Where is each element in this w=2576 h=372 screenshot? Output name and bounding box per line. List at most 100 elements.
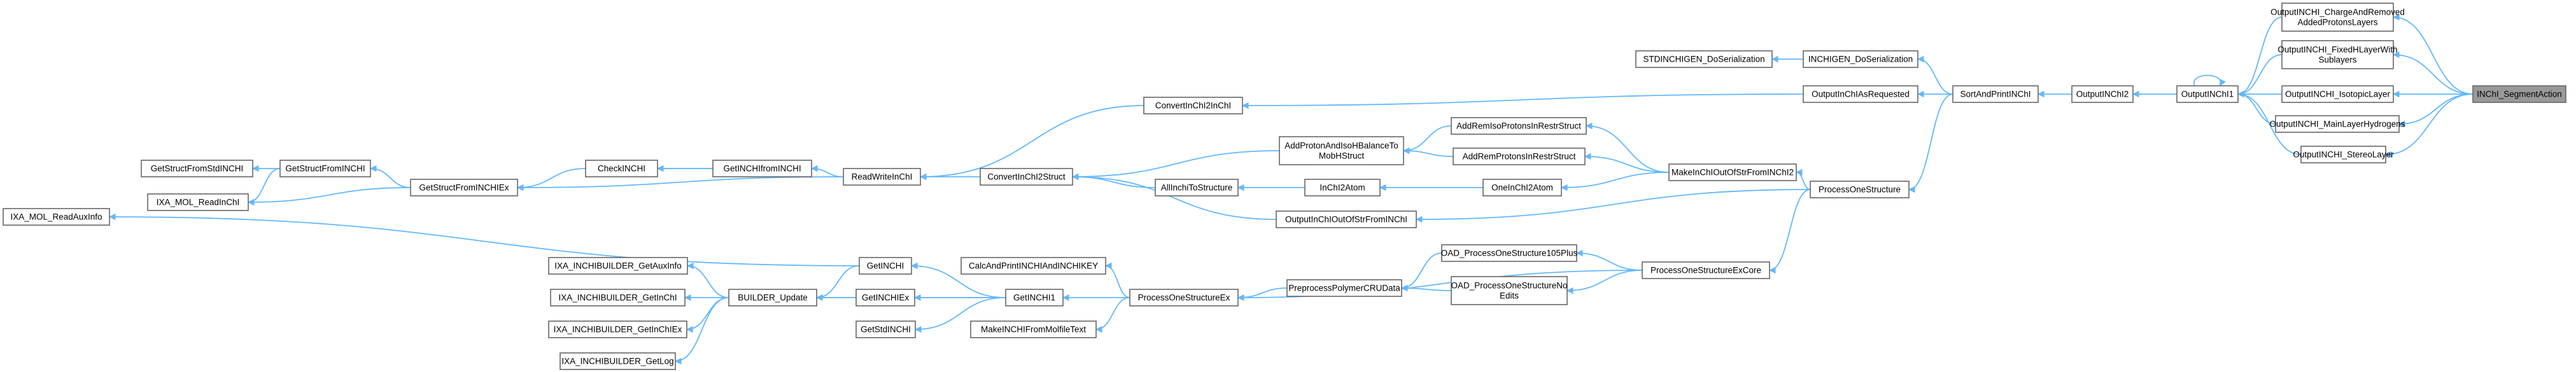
node-inchi2atom[interactable]: InChI2Atom (1304, 179, 1381, 196)
node-outinchi2[interactable]: OutputINChI2 (2071, 85, 2134, 103)
node-addremiso[interactable]: AddRemIsoProtonsInRestrStruct (1451, 117, 1587, 135)
node-stdinchigen[interactable]: STDINCHIGEN_DoSerialization (1635, 50, 1773, 68)
edge-builder-getinchi (815, 265, 860, 301)
node-getinchi[interactable]: GetINCHI (859, 257, 912, 275)
node-getstdinchi[interactable]: GetStdINCHI (855, 320, 916, 338)
edge-proconeex-procone (1768, 189, 1811, 274)
edge-makefrommol-proconestructex (1095, 297, 1130, 333)
edge-addproton-addremiso (1402, 125, 1452, 155)
node-outinchi1[interactable]: OutputINChI1 (2176, 85, 2239, 103)
node-label: ProcessOneStructureExCore (1650, 266, 1761, 275)
node-label: IXA_INCHIBUILDER_GetInChIEx (554, 325, 682, 334)
node-label: AddedProtonsLayers (2297, 18, 2377, 27)
node-getinchi1[interactable]: GetINCHI1 (1005, 289, 1064, 307)
edge-inchigen-sortprint (1917, 55, 1953, 95)
edge-path (2193, 74, 2226, 86)
node-convi2s[interactable]: ConvertInChI2Struct (980, 168, 1073, 186)
edge-path (2237, 17, 2283, 98)
node-makefrommol[interactable]: MakeINCHIFromMolfileText (970, 320, 1097, 338)
node-makeinchi[interactable]: MakeInChIOutOfStrFromINChI2 (1668, 163, 1797, 181)
node-getstruct[interactable]: GetStructFromINCHI (279, 160, 371, 177)
node-outasreq[interactable]: OutputInChIAsRequested (1803, 85, 1918, 103)
node-box (855, 289, 915, 307)
edges (108, 13, 2474, 365)
node-outoutof[interactable]: OutputInChIOutOfStrFromINChI (1276, 210, 1417, 228)
node-box (1304, 179, 1381, 196)
node-ixagetinchiex[interactable]: IXA_INCHIBUILDER_GetInChIEx (548, 320, 687, 338)
edge-path (1402, 147, 1454, 157)
node-label: INCHIGEN_DoSerialization (1808, 55, 1913, 64)
node-box (1451, 117, 1587, 135)
node-calcandprint[interactable]: CalcAndPrintINCHIAndINCHIKEY (961, 257, 1106, 275)
node-box (1129, 289, 1239, 307)
node-oneinchi[interactable]: OneInChI2Atom (1482, 179, 1562, 196)
edge-path (815, 265, 860, 301)
edge-preproc-oad105 (1400, 252, 1442, 292)
node-mainlayer[interactable]: OutputINCHI_MainLayerHydrogens (2269, 115, 2405, 133)
node-isotopic[interactable]: OutputINCHI_IsotopicLayer (2281, 85, 2394, 103)
node-getstructex[interactable]: GetStructFromINCHIEx (410, 179, 518, 196)
node-getinchiex[interactable]: GetINCHIEx (855, 289, 915, 307)
node-root[interactable]: INChI_SegmentAction (2472, 85, 2566, 103)
node-ixareadaux[interactable]: IXA_MOL_ReadAuxInfo (3, 208, 110, 226)
node-readwrite[interactable]: ReadWriteInChI (843, 168, 921, 186)
node-stereo[interactable]: OutputINCHI_StereoLayer (2293, 146, 2394, 163)
node-ixagetinchi[interactable]: IXA_INCHIBUILDER_GetInChI (550, 289, 686, 307)
edge-path (2237, 54, 2283, 98)
node-label: IXA_INCHIBUILDER_GetAuxInfo (554, 261, 682, 271)
node-label: GetStructFromINCHIEx (419, 183, 509, 193)
node-builder[interactable]: BUILDER_Update (728, 289, 817, 307)
node-proconestructex[interactable]: ProcessOneStructureEx (1129, 289, 1239, 307)
edge-outinchi1-outinchi1 (2193, 74, 2226, 86)
edge-path (2384, 93, 2474, 158)
node-getinchifrom[interactable]: GetINCHIfromINCHI (712, 160, 812, 177)
edge-makeinchi-procone (1795, 169, 1811, 190)
node-label: INChI_SegmentAction (2477, 90, 2562, 99)
node-preproc[interactable]: PreprocessPolymerCRUData (1286, 279, 1402, 297)
edge-path (914, 297, 1006, 333)
node-label: AddRemIsoProtonsInRestrStruct (1456, 121, 1581, 131)
node-box (712, 160, 812, 177)
node-ixareadinchi[interactable]: IXA_MOL_ReadInChI (147, 193, 249, 211)
node-label: MakeInChIOutOfStrFromINChI2 (1672, 168, 1794, 177)
node-checkinchi[interactable]: CheckINCHI (585, 160, 658, 177)
node-charge[interactable]: OutputINCHI_ChargeAndRemovedAddedProtons… (2270, 3, 2405, 32)
node-box (1952, 85, 2039, 103)
node-label: ReadWriteInChI (852, 172, 913, 182)
node-label: Sublayers (2318, 55, 2356, 65)
edge-getstruct-getstructex (369, 165, 411, 188)
node-label: BUILDER_Update (738, 293, 808, 303)
node-label: GetINCHI1 (1013, 293, 1055, 303)
node-label: OneInChI2Atom (1491, 183, 1553, 193)
node-box (1482, 179, 1562, 196)
edge-path (686, 262, 729, 298)
node-box (2281, 40, 2394, 69)
node-allinchi[interactable]: AllInchiToStructure (1155, 179, 1239, 196)
node-label: MakeINCHIFromMolfileText (981, 325, 1086, 334)
edge-convi2s-outoutof (1071, 173, 1277, 220)
edge-path (674, 297, 729, 365)
edge-path (2392, 13, 2474, 95)
node-label: OutputInChIOutOfStrFromINChI (1285, 215, 1407, 224)
node-inchigen[interactable]: INCHIGEN_DoSerialization (1803, 50, 1918, 68)
node-convi2i[interactable]: ConvertInChI2InChI (1143, 97, 1243, 114)
node-label: OutputINCHI_StereoLayer (2293, 150, 2394, 160)
node-addremprot[interactable]: AddRemProtonsInRestrStruct (1453, 148, 1586, 165)
node-label: GetINCHI (867, 261, 904, 271)
node-oad105[interactable]: OAD_ProcessOneStructure105Plus (1441, 244, 1578, 262)
node-ixaaux[interactable]: IXA_INCHIBUILDER_GetAuxInfo (548, 257, 688, 275)
node-box (2281, 85, 2394, 103)
node-getstructstd[interactable]: GetStructFromStdINCHI (141, 160, 253, 177)
node-ixagetlog[interactable]: IXA_INCHIBUILDER_GetLog (560, 352, 676, 370)
node-proconeex[interactable]: ProcessOneStructureExCore (1642, 261, 1770, 279)
node-box (2071, 85, 2134, 103)
node-sortprint[interactable]: SortAndPrintINChI (1952, 85, 2039, 103)
edge-convi2s-addproton (1071, 150, 1280, 181)
edge-path (1575, 249, 1643, 271)
edge-oneinchi-makeinchi (1560, 172, 1670, 191)
node-box (1441, 244, 1577, 262)
node-procone[interactable]: ProcessOneStructure (1810, 181, 1910, 198)
